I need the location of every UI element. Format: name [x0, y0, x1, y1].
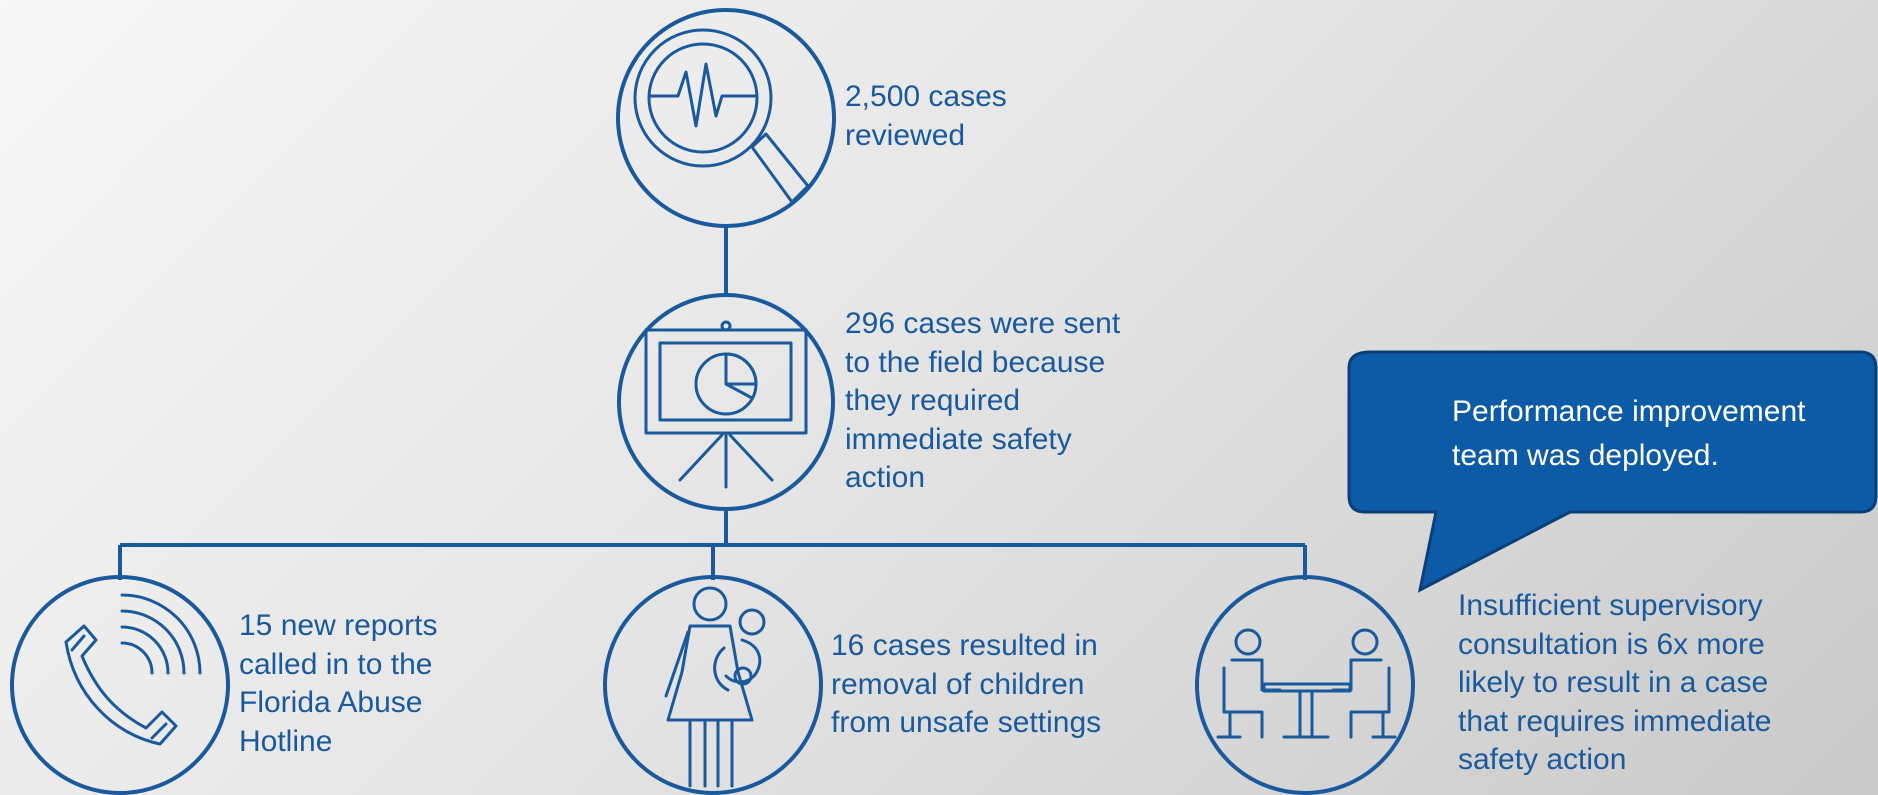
new-reports-text: 15 new reports called in to the Florida … [239, 609, 438, 758]
parent-holding-child-icon [664, 586, 766, 788]
connector-lines [118, 226, 1307, 580]
telephone-ringing-icon [64, 593, 202, 746]
node-circles [10, 8, 1415, 795]
callout-text: Performance improvement team was deploye… [1452, 395, 1806, 472]
presentation-pie-chart-icon [644, 320, 808, 489]
cases-reviewed-text: 2,500 cases reviewed [845, 80, 1007, 152]
removals-text: 16 cases resulted in removal of children… [831, 629, 1102, 739]
callout-bubble [1347, 350, 1878, 593]
consultation-text: Insufficient supervisory consultation is… [1458, 589, 1772, 776]
sent-to-field-text: 296 cases were sent to the field because… [845, 307, 1121, 494]
magnifier-heartbeat-icon [633, 28, 810, 204]
people-meeting-table-icon [1216, 628, 1397, 739]
